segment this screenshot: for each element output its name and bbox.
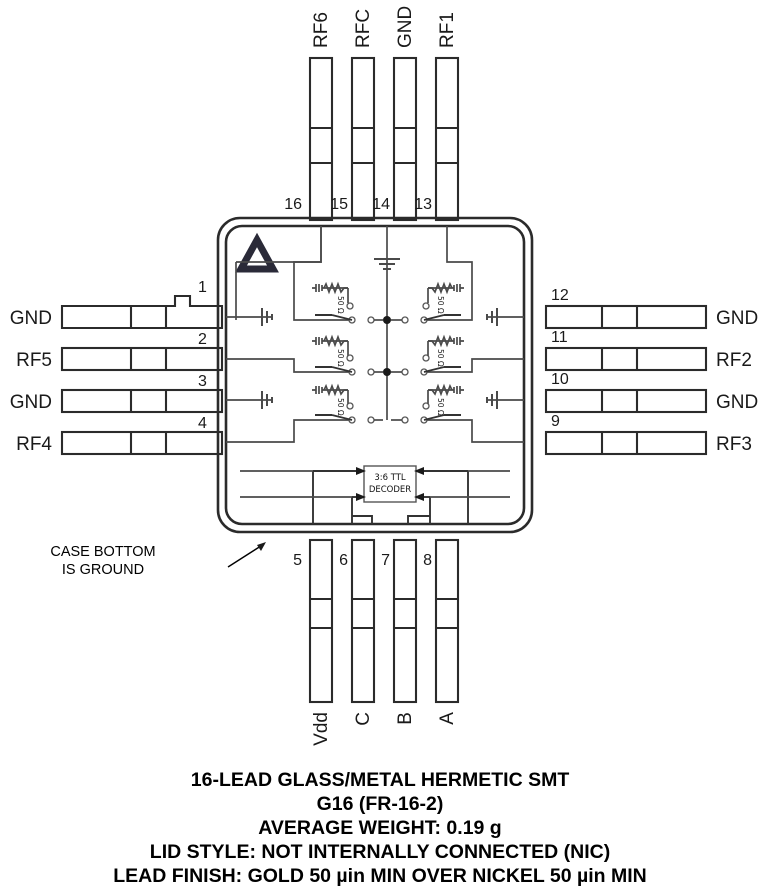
junction-dot-mid (383, 368, 391, 376)
annotation-line-2: IS GROUND (62, 562, 144, 578)
lead-top-15 (350, 56, 376, 222)
caption-line-2: G16 (FR-16-2) (317, 793, 444, 815)
annotation-line-1: CASE BOTTOM (50, 544, 155, 560)
switch-rf2: 50 Ω (391, 334, 464, 376)
bottom-leads-group (308, 538, 460, 704)
impedance-label-1: 50 Ω (336, 296, 345, 314)
lead-right-9 (544, 430, 708, 456)
pin-number-16: 16 (284, 196, 302, 213)
lead-bottom-6 (350, 538, 376, 704)
lead-top-14 (392, 56, 418, 222)
impedance-label-2: 50 Ω (436, 296, 445, 314)
package-inner-outline (224, 224, 526, 526)
pin-label-right-12: GND (716, 308, 758, 329)
impedance-label-5: 50 Ω (336, 398, 345, 416)
pin-label-bottom-7: B (395, 712, 416, 725)
pin-label-right-11: RF2 (716, 350, 752, 371)
pin-number-4: 4 (198, 415, 207, 432)
switch-rf1: 50 Ω (391, 281, 464, 324)
pin-number-10: 10 (551, 371, 569, 388)
ground-symbol-right-top (486, 308, 498, 326)
lead-right-12 (544, 304, 708, 330)
internal-schematic: 50 Ω 50 Ω 50 Ω (226, 226, 524, 524)
earth-ground-symbol (374, 258, 400, 270)
caption-line-1: 16-LEAD GLASS/METAL HERMETIC SMT (191, 769, 570, 791)
pin-number-11: 11 (551, 329, 568, 346)
pin-label-left-2: RF5 (16, 350, 52, 371)
lead-bottom-8 (434, 538, 460, 704)
pin-label-bottom-6: C (353, 712, 374, 726)
pin-number-14: 14 (372, 196, 390, 213)
pin-number-1: 1 (198, 279, 207, 296)
pin-number-9: 9 (551, 413, 560, 430)
ground-symbol-left-top (261, 308, 273, 326)
pin-number-13: 13 (414, 196, 432, 213)
impedance-label-4: 50 Ω (436, 349, 445, 367)
pin-label-left-4: RF4 (16, 434, 52, 455)
left-leads-group (60, 294, 224, 456)
switch-rf6: 50 Ω (312, 281, 383, 324)
lead-bottom-5 (308, 538, 334, 704)
lead-left-4 (60, 430, 224, 456)
impedance-label-3: 50 Ω (336, 349, 345, 367)
decoder-label-line2: DECODER (369, 485, 411, 495)
top-leads-group (308, 56, 460, 222)
caption-block: 16-LEAD GLASS/METAL HERMETIC SMT G16 (FR… (113, 769, 647, 887)
caption-line-5: LEAD FINISH: GOLD 50 µin MIN OVER NICKEL… (113, 865, 647, 887)
lead-right-10 (544, 388, 708, 414)
junction-dot-top (383, 316, 391, 324)
pin-number-3: 3 (198, 373, 207, 390)
pin-label-right-10: GND (716, 392, 758, 413)
impedance-label-6: 50 Ω (436, 398, 445, 416)
case-bottom-annotation: CASE BOTTOM IS GROUND (50, 542, 266, 578)
caption-line-4: LID STYLE: NOT INTERNALLY CONNECTED (NIC… (150, 841, 610, 863)
switch-rf4: 50 Ω (312, 383, 383, 424)
pin-label-top-16: RF6 (311, 12, 332, 48)
pin-label-right-9: RF3 (716, 434, 752, 455)
ttl-decoder-block: 3:6 TTL DECODER (240, 465, 510, 524)
pin-label-bottom-8: A (437, 712, 458, 725)
pin-number-8: 8 (423, 552, 432, 569)
caption-line-3: AVERAGE WEIGHT: 0.19 g (258, 817, 501, 839)
ground-symbol-left-bottom (261, 391, 273, 409)
decoder-label-line1: 3:6 TTL (374, 473, 406, 483)
lead-bottom-7 (392, 538, 418, 704)
lead-left-3 (60, 388, 224, 414)
pin-label-bottom-5: Vdd (311, 712, 332, 746)
pin-label-top-15: RFC (353, 9, 374, 48)
triangle-pin1-marker (235, 232, 279, 273)
pin-number-5: 5 (293, 552, 302, 569)
pin-number-2: 2 (198, 331, 207, 348)
pin-number-12: 12 (551, 287, 569, 304)
pin-label-top-13: RF1 (437, 12, 458, 48)
pin-label-top-14: GND (395, 6, 416, 48)
lead-left-2 (60, 346, 224, 372)
pin-number-7: 7 (381, 552, 390, 569)
switch-rf3: 50 Ω (391, 383, 464, 424)
switch-rf5: 50 Ω (312, 334, 383, 376)
pin-number-6: 6 (339, 552, 348, 569)
right-leads-group (544, 304, 708, 456)
lead-top-16 (308, 56, 334, 222)
package-outer-outline (216, 216, 534, 534)
pin-label-left-3: GND (10, 392, 52, 413)
lead-right-11 (544, 346, 708, 372)
pin-number-15: 15 (330, 196, 348, 213)
lead-top-13 (434, 56, 460, 222)
lead-left-1 (60, 294, 224, 330)
ground-symbol-right-bottom (486, 391, 498, 409)
pin-label-left-1: GND (10, 308, 52, 329)
